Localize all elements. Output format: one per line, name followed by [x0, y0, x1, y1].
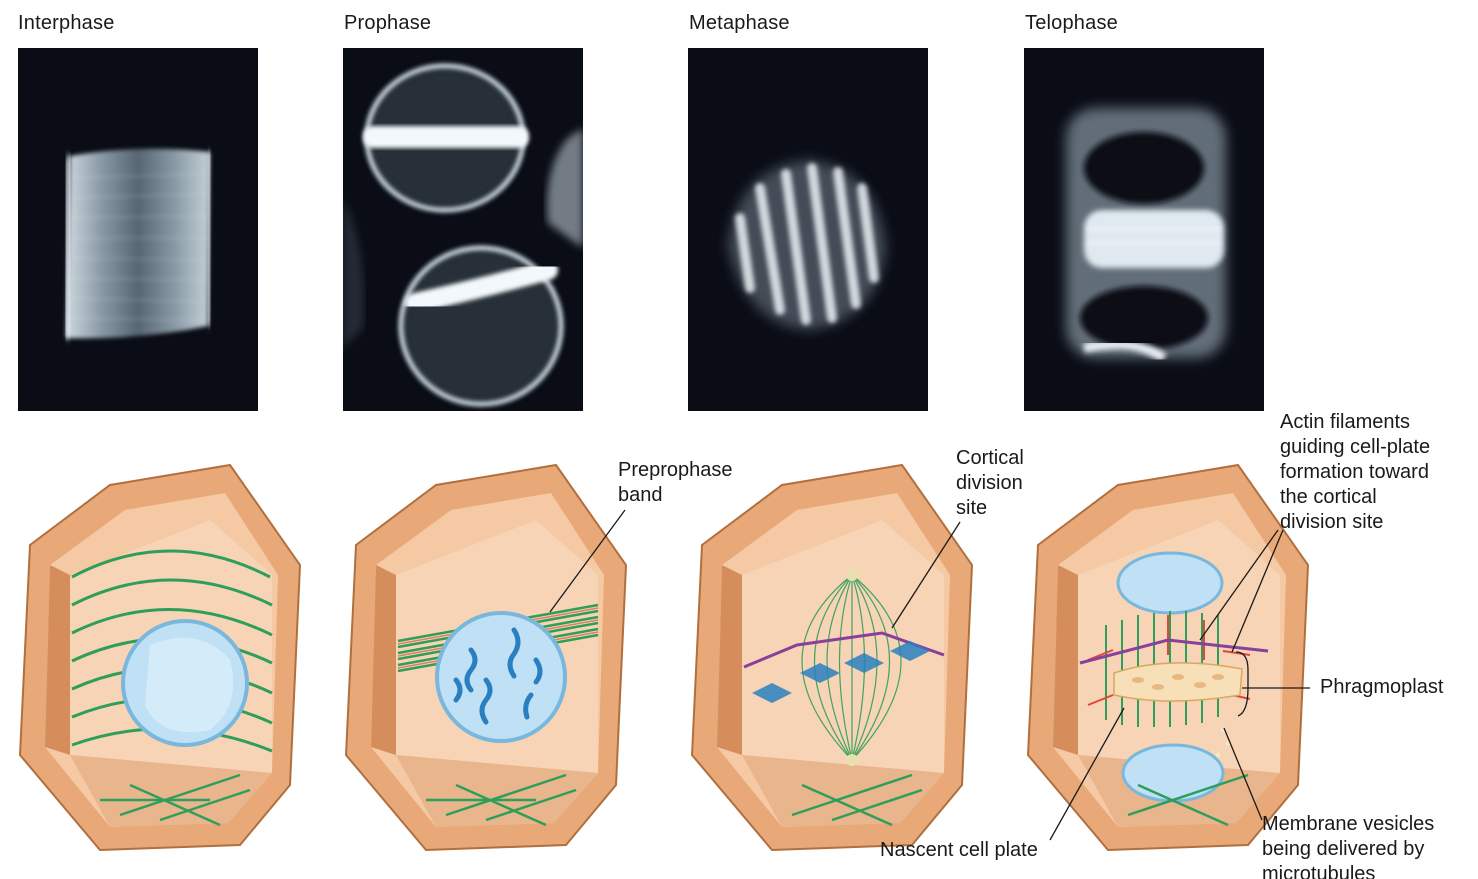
cell-diagram-telophase [1026, 463, 1310, 852]
phase-title-interphase: Interphase [18, 12, 115, 34]
cell-diagram-metaphase [690, 463, 974, 852]
micrograph-prophase [343, 48, 583, 411]
micrograph-metaphase [688, 48, 928, 411]
label-nascent-cell-plate: Nascent cell plate [880, 839, 1038, 861]
cell-diagram-interphase [18, 463, 302, 852]
phase-title-telophase: Telophase [1025, 12, 1118, 34]
micrograph-telophase [1024, 48, 1264, 411]
phase-title-metaphase: Metaphase [689, 12, 790, 34]
phase-title-prophase: Prophase [344, 12, 432, 34]
label-actin-filaments: Actin filaments guiding cell-plate forma… [1280, 411, 1431, 533]
label-membrane-vesicles: Membrane vesicles being delivered by mic… [1262, 813, 1435, 879]
micrograph-interphase [18, 48, 258, 411]
label-phragmoplast: Phragmoplast [1320, 676, 1444, 698]
cell-diagram-prophase [344, 463, 628, 852]
label-cortical-division-site: Cortical division site [956, 447, 1024, 519]
label-preprophase-band: Preprophase band [618, 459, 733, 506]
